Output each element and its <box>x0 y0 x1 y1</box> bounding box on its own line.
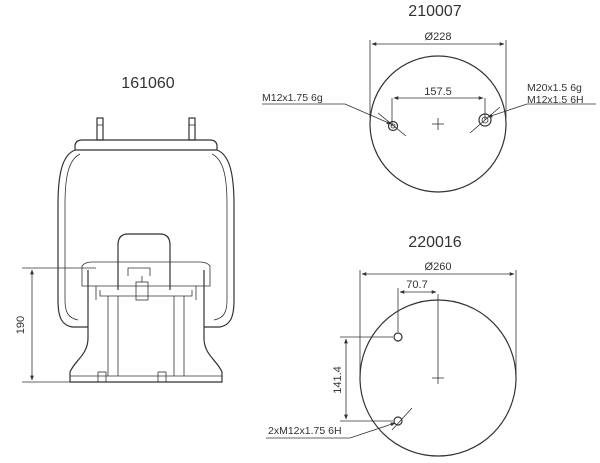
top-bead-plate <box>74 139 218 151</box>
bottom-plate-diameter: Ø260 <box>425 261 452 273</box>
top-plate-right-hole <box>478 113 492 127</box>
bottom-plate-offset-y: 141.4 <box>332 366 344 394</box>
top-plate-hole-spacing: 157.5 <box>424 86 452 98</box>
bottom-plate-upper-hole <box>393 332 403 342</box>
piston-body <box>69 270 223 383</box>
bumper <box>117 233 171 290</box>
top-plate-view: 210007 Ø228 157.5 M12x1.75 6g M20x1.5 6g… <box>262 3 596 193</box>
bottom-plate-lower-hole <box>393 416 403 426</box>
top-plate-left-hole <box>387 120 399 132</box>
bottom-plate-view: 220016 Ø260 70.7 141.4 2xM12x1.75 6H <box>266 234 517 457</box>
top-plate-circle <box>369 55 507 193</box>
air-spring-side-view: 161060 <box>15 75 235 383</box>
bottom-plate-thread: 2xM12x1.75 6H <box>268 425 342 437</box>
top-plate-right-thread-2: M12x1.5 6H <box>527 94 584 106</box>
top-studs <box>96 117 196 141</box>
top-plate-right-thread-1: M20x1.5 6g <box>527 82 582 94</box>
top-plate-part-number: 210007 <box>408 3 461 20</box>
top-plate-left-thread: M12x1.75 6g <box>262 92 323 104</box>
top-plate-diameter: Ø228 <box>425 31 452 43</box>
bottom-plate-part-number: 220016 <box>408 234 461 251</box>
bellow-part-number: 161060 <box>121 75 174 92</box>
bottom-plate-offset-x: 70.7 <box>406 279 427 291</box>
height-dimension-label: 190 <box>15 316 27 334</box>
bellow-outline-right <box>204 149 235 328</box>
bellow-outline-left <box>57 149 88 328</box>
height-dimension: 190 <box>15 267 96 383</box>
